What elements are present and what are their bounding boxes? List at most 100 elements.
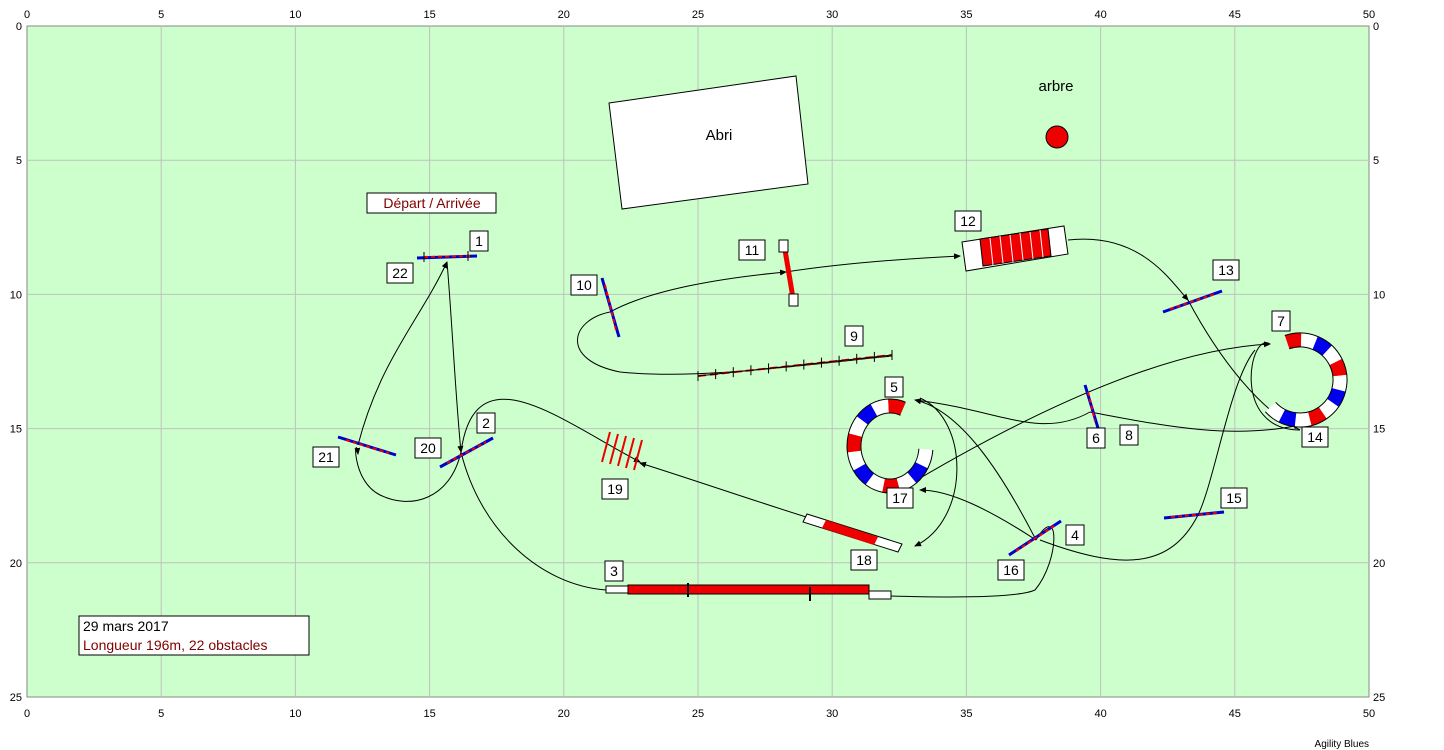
- jump-2: [439, 436, 494, 469]
- tree-marker: [1045, 125, 1069, 149]
- tunnel-outline-outer: [1264, 332, 1348, 428]
- obstacle-number-box: [886, 487, 914, 509]
- course-info-box: 29 mars 2017 Longueur 196m, 22 obstacles: [78, 615, 310, 656]
- obstacle-number-21: 21: [318, 449, 334, 465]
- tunnel-segment: [887, 399, 906, 416]
- obstacle-number-box: [312, 446, 340, 468]
- tunnel-segment: [847, 433, 863, 453]
- x-tick-bottom: 10: [289, 708, 301, 720]
- x-tick-bottom: 45: [1229, 708, 1241, 720]
- x-tick-top: 45: [1229, 9, 1241, 21]
- obstacle-number-4: 4: [1071, 527, 1079, 543]
- dogwalk-3: [605, 583, 892, 601]
- tunnel-segment: [1331, 374, 1347, 392]
- x-tick-bottom: 20: [558, 708, 570, 720]
- x-tick-top: 20: [558, 9, 570, 21]
- x-tick-bottom: 40: [1094, 708, 1106, 720]
- tunnel-7-14: [1264, 332, 1348, 428]
- tunnel-segment: [882, 478, 901, 493]
- start-finish-label: Départ / Arrivée: [383, 195, 480, 211]
- tunnel-segment: [1326, 387, 1346, 407]
- jump-21: [337, 435, 397, 457]
- course-summary: Longueur 196m, 22 obstacles: [83, 637, 267, 653]
- obstacle-number-box: [1065, 524, 1085, 546]
- start-finish-box: Départ / Arrivée: [366, 192, 497, 214]
- tunnel-segment: [1265, 402, 1286, 422]
- course-date: 29 mars 2017: [83, 618, 169, 634]
- obstacle-number-box: [997, 559, 1025, 581]
- obstacle-number-16: 16: [1003, 562, 1019, 578]
- y-tick-left: 15: [10, 424, 22, 436]
- seesaw-18: [802, 513, 903, 553]
- obstacle-number-22: 22: [392, 265, 408, 281]
- obstacle-number-12: 12: [960, 213, 976, 229]
- y-tick-left: 0: [16, 21, 22, 33]
- obstacle-number-17: 17: [892, 490, 908, 506]
- tunnel-segment: [870, 399, 890, 417]
- obstacle-number-20: 20: [420, 440, 436, 456]
- y-tick-right: 15: [1373, 424, 1385, 436]
- x-tick-top: 10: [289, 9, 301, 21]
- obstacle-number-box: [386, 262, 414, 284]
- obstacle-number-5: 5: [890, 379, 898, 395]
- tunnel-segment: [865, 473, 886, 493]
- obstacle-number-8: 8: [1125, 427, 1133, 443]
- x-tick-bottom: 30: [826, 708, 838, 720]
- x-tick-bottom: 25: [692, 708, 704, 720]
- tunnel-segment: [1294, 411, 1312, 427]
- obstacle-number-1: 1: [475, 233, 483, 249]
- long-jump-19: [601, 431, 643, 471]
- obstacle-number-box: [1086, 427, 1106, 449]
- obstacle-number-11: 11: [745, 242, 760, 258]
- obstacle-number-box: [954, 210, 982, 232]
- y-tick-left: 20: [10, 558, 22, 570]
- x-tick-top: 40: [1094, 9, 1106, 21]
- tunnel-segment: [896, 472, 917, 492]
- software-credit: Agility Blues: [1315, 739, 1369, 750]
- obstacle-number-box: [570, 274, 598, 296]
- x-tick-top: 0: [24, 9, 30, 21]
- x-tick-top: 25: [692, 9, 704, 21]
- obstacle-12: [961, 225, 1069, 272]
- obstacle-number-box: [1212, 259, 1240, 281]
- obstacle-number-box: [469, 230, 489, 252]
- tunnel-segment: [848, 416, 869, 438]
- tunnel-segment: [1318, 398, 1339, 419]
- tree: arbre: [1038, 78, 1074, 149]
- tunnel-segment: [1284, 333, 1302, 349]
- tunnel-segment: [907, 461, 928, 484]
- x-tick-bottom: 5: [158, 708, 164, 720]
- obstacle-number-2: 2: [482, 415, 490, 431]
- x-tick-top: 35: [960, 9, 972, 21]
- obstacle-number-box: [1271, 310, 1291, 332]
- obstacle-number-box: [601, 478, 629, 500]
- y-tick-right: 5: [1373, 155, 1379, 167]
- tunnel-segment: [1329, 358, 1347, 377]
- obstacle-number-9: 9: [850, 328, 858, 344]
- obstacle-number-18: 18: [856, 552, 872, 568]
- obstacle-number-14: 14: [1307, 429, 1323, 445]
- obstacle-number-box: [1301, 426, 1329, 448]
- obstacle-number-box: [414, 437, 442, 459]
- tunnel-outline-inner: [860, 412, 920, 480]
- obstacle-number-box: [884, 376, 904, 398]
- y-tick-left: 5: [16, 155, 22, 167]
- x-tick-bottom: 15: [423, 708, 435, 720]
- tunnel-segment: [1300, 333, 1318, 350]
- x-tick-bottom: 0: [24, 708, 30, 720]
- tunnel-segment: [853, 463, 875, 485]
- x-tick-top: 30: [826, 9, 838, 21]
- y-tick-right: 20: [1373, 558, 1385, 570]
- jump-15: [1163, 510, 1225, 520]
- x-tick-top: 5: [158, 9, 164, 21]
- y-tick-right: 0: [1373, 21, 1379, 33]
- y-tick-left: 25: [10, 692, 22, 704]
- obstacle-number-7: 7: [1277, 313, 1285, 329]
- obstacle-number-13: 13: [1218, 262, 1234, 278]
- obstacle-number-10: 10: [576, 277, 592, 293]
- jump-10: [600, 277, 621, 338]
- tunnel-segment: [915, 448, 933, 469]
- y-tick-left: 10: [10, 289, 22, 301]
- jump-6: [1083, 384, 1100, 429]
